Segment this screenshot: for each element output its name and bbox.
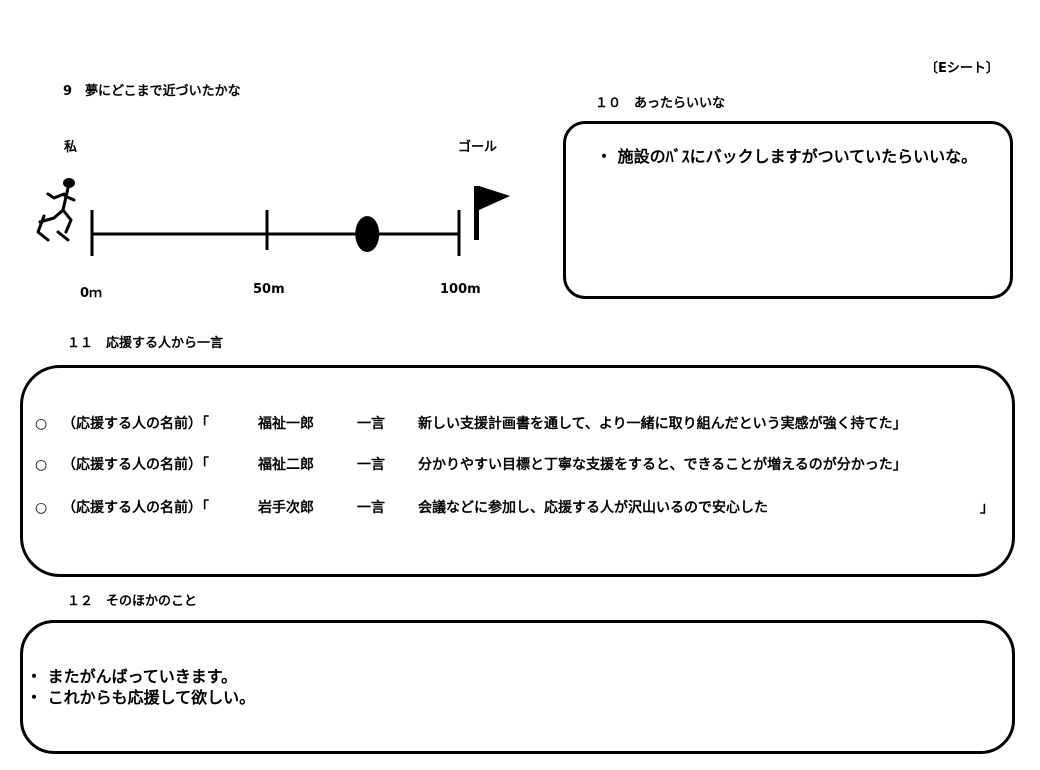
supporter-label: （応援する人の名前）｢ [62, 500, 209, 516]
section10-text: ・ 施設のﾊﾞｽにバックしますがついていたらいいな。 [596, 147, 978, 166]
section12-box [20, 620, 1015, 754]
supporter-row: ○ （応援する人の名前）｢ 福祉一郎 一言 新しい支援計画書を通して、より一緒に… [35, 414, 1015, 434]
supporter-label: （応援する人の名前）｢ [62, 416, 209, 432]
section11-heading: １１ 応援する人から一言 [67, 336, 224, 351]
supporter-message: 分かりやすい目標と丁寧な支援をすると、できることが増えるのが分かった」 [418, 457, 907, 473]
circle-mark: ○ [35, 416, 48, 432]
other-line: ・ これからも応援して欲しい。 [26, 688, 256, 707]
section12-heading: １２ そのほかのこと [67, 594, 198, 609]
section10-box [563, 121, 1013, 299]
section10-heading: １０ あったらいいな [595, 96, 726, 111]
circle-mark: ○ [35, 457, 48, 473]
close-bracket: 」 [980, 500, 994, 516]
goal-flag-icon [474, 186, 510, 240]
sheet-tag: 〔Eシート〕 [925, 61, 999, 76]
start-label: 私 [64, 140, 78, 155]
section9-heading: 9 夢にどこまで近づいたかな [63, 84, 241, 99]
supporter-row: ○ （応援する人の名前）｢ 岩手次郎 一言 会議などに参加し、応援する人が沢山い… [35, 498, 1015, 518]
section11-box [20, 365, 1015, 577]
supporter-message: 会議などに参加し、応援する人が沢山いるので安心した [418, 500, 768, 516]
supporter-name: 福祉一郎 [258, 416, 314, 432]
hitokoto-label: 一言 [357, 416, 385, 432]
progress-track [36, 178, 510, 256]
scale-label-50m: 50m [253, 282, 285, 297]
scale-label-100m: 100m [440, 282, 481, 297]
section12-text: ・ またがんばっていきます。 ・ これからも応援して欲しい。 [26, 666, 255, 708]
other-line: ・ またがんばっていきます。 [26, 667, 238, 686]
goal-label: ゴール [458, 140, 498, 155]
supporter-label: （応援する人の名前）｢ [62, 457, 209, 473]
scale-label-0m: 0ｍ [80, 286, 103, 301]
progress-marker [355, 216, 380, 252]
supporter-name: 岩手次郎 [258, 500, 314, 516]
supporter-message: 新しい支援計画書を通して、より一緒に取り組んだという実感が強く持てた」 [418, 416, 907, 432]
hitokoto-label: 一言 [357, 500, 385, 516]
hitokoto-label: 一言 [357, 457, 385, 473]
circle-mark: ○ [35, 500, 48, 516]
runner-icon [36, 178, 76, 242]
supporter-name: 福祉二郎 [258, 457, 314, 473]
supporter-row: ○ （応援する人の名前）｢ 福祉二郎 一言 分かりやすい目標と丁寧な支援をすると… [35, 455, 1015, 475]
